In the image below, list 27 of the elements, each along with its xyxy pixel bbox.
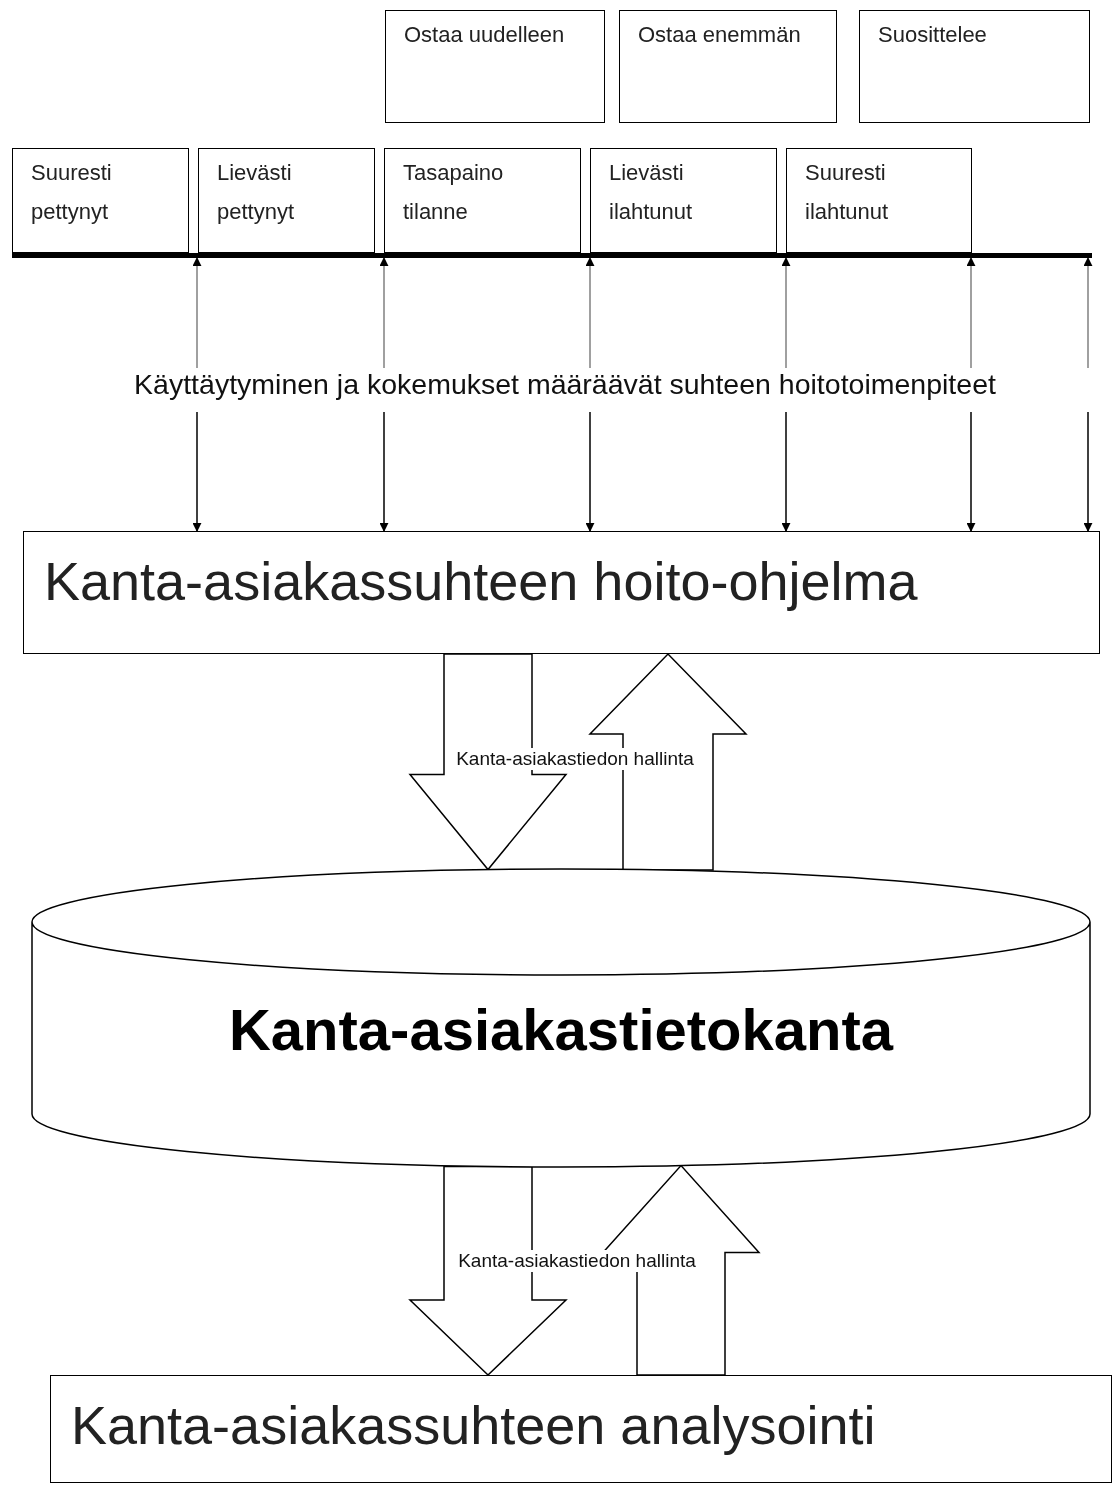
label-box: Ostaa uudelleen — [385, 10, 605, 123]
block-arrow — [408, 1165, 568, 1377]
arrow — [379, 257, 389, 369]
block-arrow — [408, 653, 568, 871]
arrow — [585, 411, 595, 532]
program-box: Kanta-asiakassuhteen hoito-ohjelma — [23, 531, 1100, 654]
label-box: Ostaa enemmän — [619, 10, 837, 123]
block-arrow — [588, 652, 748, 871]
arrow — [966, 257, 976, 369]
arrow — [192, 411, 202, 532]
arrow — [1083, 411, 1093, 532]
arrow — [1083, 257, 1093, 369]
statement-text: Käyttäytyminen ja kokemukset määräävät suhteen hoitotoimenpiteet — [20, 368, 1110, 412]
arrow — [585, 257, 595, 369]
label-box: Suuresti ilahtunut — [786, 148, 972, 253]
database-label: Kanta-asiakastietokanta — [228, 996, 894, 1063]
label-box: Tasapaino tilanne — [384, 148, 581, 253]
label-box: Suuresti pettynyt — [12, 148, 189, 253]
arrow — [781, 411, 791, 532]
arrow — [192, 257, 202, 369]
label-box: Lievästi pettynyt — [198, 148, 375, 253]
label-box: Lievästi ilahtunut — [590, 148, 777, 253]
analysis-box: Kanta-asiakassuhteen analysointi — [50, 1375, 1112, 1483]
label-box: Suosittelee — [859, 10, 1090, 123]
arrow — [781, 257, 791, 369]
arrow — [379, 411, 389, 532]
arrow — [966, 411, 976, 532]
